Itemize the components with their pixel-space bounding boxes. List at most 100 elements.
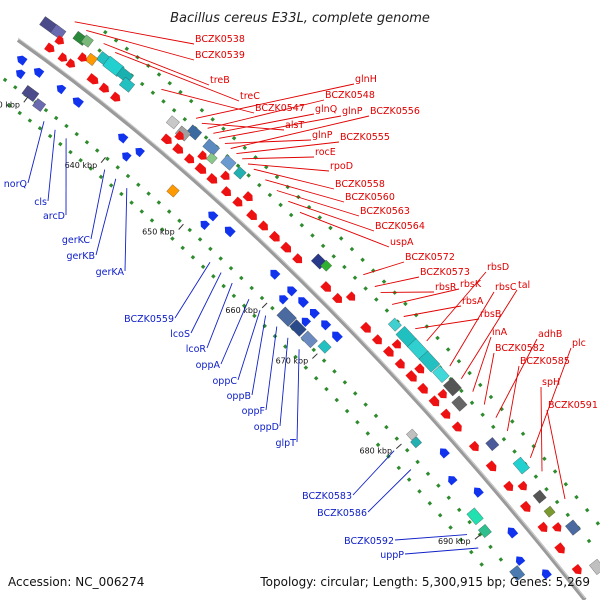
- reverse-gene-label: oppD: [254, 422, 279, 433]
- forward-gene-label: treC: [240, 91, 260, 102]
- track-dot: [565, 512, 571, 518]
- track-dot: [417, 489, 422, 494]
- reverse-gene-label: lcoR: [186, 344, 207, 355]
- track-dot: [94, 148, 100, 153]
- reverse-label-leader: [27, 121, 45, 184]
- forward-gene-label: BCZK0582: [495, 343, 545, 354]
- forward-label-leader: [236, 141, 340, 155]
- gene-feature-box: [220, 154, 237, 171]
- track-dot: [446, 495, 452, 500]
- track-dot: [374, 297, 379, 302]
- forward-gene-label: BCZK0539: [195, 50, 245, 61]
- gene-feature-box: [80, 34, 94, 48]
- track-dot: [384, 308, 390, 313]
- reverse-gene-arrow: [15, 69, 26, 80]
- reverse-gene-arrow: [56, 84, 67, 95]
- reverse-label-leader: [251, 315, 267, 396]
- reverse-gene-arrow: [33, 67, 45, 78]
- reverse-gene-arrow: [439, 448, 450, 459]
- scale-tick: [100, 156, 106, 164]
- gene-feature-box: [410, 436, 422, 449]
- track-dot: [563, 482, 569, 487]
- track-dot: [2, 77, 8, 83]
- forward-label-leader: [224, 139, 312, 144]
- track-dot: [208, 246, 213, 252]
- gene-feature-box: [185, 124, 203, 141]
- gene-feature-box: [387, 317, 402, 332]
- forward-gene-arrow: [220, 186, 232, 197]
- scale-tick: [261, 302, 268, 309]
- track-dot: [310, 233, 315, 238]
- forward-gene-arrow: [520, 500, 531, 512]
- scale-tick-label: 640 kbp: [65, 161, 98, 170]
- gene-feature-box: [485, 437, 500, 452]
- gene-feature-box: [320, 259, 333, 272]
- gene-feature-box: [32, 98, 47, 112]
- track-dot: [249, 285, 254, 291]
- track-dot: [373, 413, 379, 419]
- track-dot: [167, 80, 172, 86]
- scale-tick-label: 650 kbp: [142, 228, 175, 237]
- reverse-gene-label: oppF: [242, 406, 265, 417]
- track-dot: [156, 200, 162, 205]
- track-dot: [288, 212, 294, 218]
- forward-gene-label: spH: [542, 377, 560, 388]
- forward-gene-label: inA: [492, 327, 508, 338]
- gene-feature-box: [205, 152, 218, 165]
- forward-gene-label: BCZK0556: [370, 106, 420, 117]
- gene-feature-box: [565, 519, 581, 536]
- track-dot: [170, 236, 175, 241]
- forward-gene-arrow: [57, 52, 68, 62]
- track-dot: [103, 29, 108, 35]
- track-dot: [584, 507, 590, 513]
- track-dot: [78, 158, 83, 163]
- genome-backbone: [16, 38, 587, 600]
- track-dot: [203, 135, 209, 140]
- reverse-label-leader: [220, 299, 250, 365]
- track-dot: [231, 135, 237, 141]
- forward-gene-arrow: [242, 191, 253, 202]
- track-dot: [115, 165, 121, 170]
- scale-tick: [395, 443, 402, 449]
- track-dot: [342, 264, 347, 270]
- track-dot: [303, 365, 309, 370]
- forward-gene-arrow: [451, 421, 462, 432]
- forward-gene-arrow: [206, 173, 218, 184]
- reverse-label-leader: [352, 450, 395, 496]
- track-dot: [331, 254, 337, 259]
- forward-gene-arrow: [160, 133, 172, 145]
- label-leaders: [27, 21, 572, 555]
- forward-label-leader: [207, 99, 325, 129]
- reverse-gene-label: arcD: [43, 211, 65, 222]
- forward-gene-label: rbsC: [495, 282, 517, 293]
- track-dot: [161, 99, 166, 104]
- track-dot: [406, 477, 412, 482]
- track-dot: [381, 279, 387, 284]
- reverse-label-leader: [47, 129, 56, 202]
- forward-gene-arrow: [109, 91, 121, 102]
- reverse-label-leader: [404, 547, 479, 555]
- track-dot: [328, 225, 333, 231]
- track-dot: [338, 236, 344, 241]
- reverse-gene-arrow: [122, 152, 132, 162]
- track-dot: [149, 218, 155, 223]
- track-dot: [586, 538, 592, 544]
- reverse-label-leader: [265, 326, 278, 411]
- scale-tick: [474, 534, 481, 540]
- track-dot: [355, 419, 360, 425]
- gene-feature-box: [543, 505, 556, 518]
- forward-label-leader: [161, 88, 255, 114]
- track-dot: [437, 513, 443, 518]
- track-dot: [480, 412, 485, 418]
- reverse-label-leader: [90, 169, 106, 240]
- forward-gene-arrow: [417, 382, 428, 394]
- reverse-label-leader: [394, 534, 468, 541]
- reverse-gene-arrow: [72, 97, 84, 108]
- forward-gene-label: rbsA: [462, 296, 484, 307]
- gene-feature-box: [300, 330, 318, 349]
- reverse-gene-label: uppP: [380, 550, 404, 561]
- reverse-gene-arrow: [298, 297, 309, 308]
- forward-gene-arrow: [468, 440, 479, 452]
- track-dot: [221, 126, 226, 132]
